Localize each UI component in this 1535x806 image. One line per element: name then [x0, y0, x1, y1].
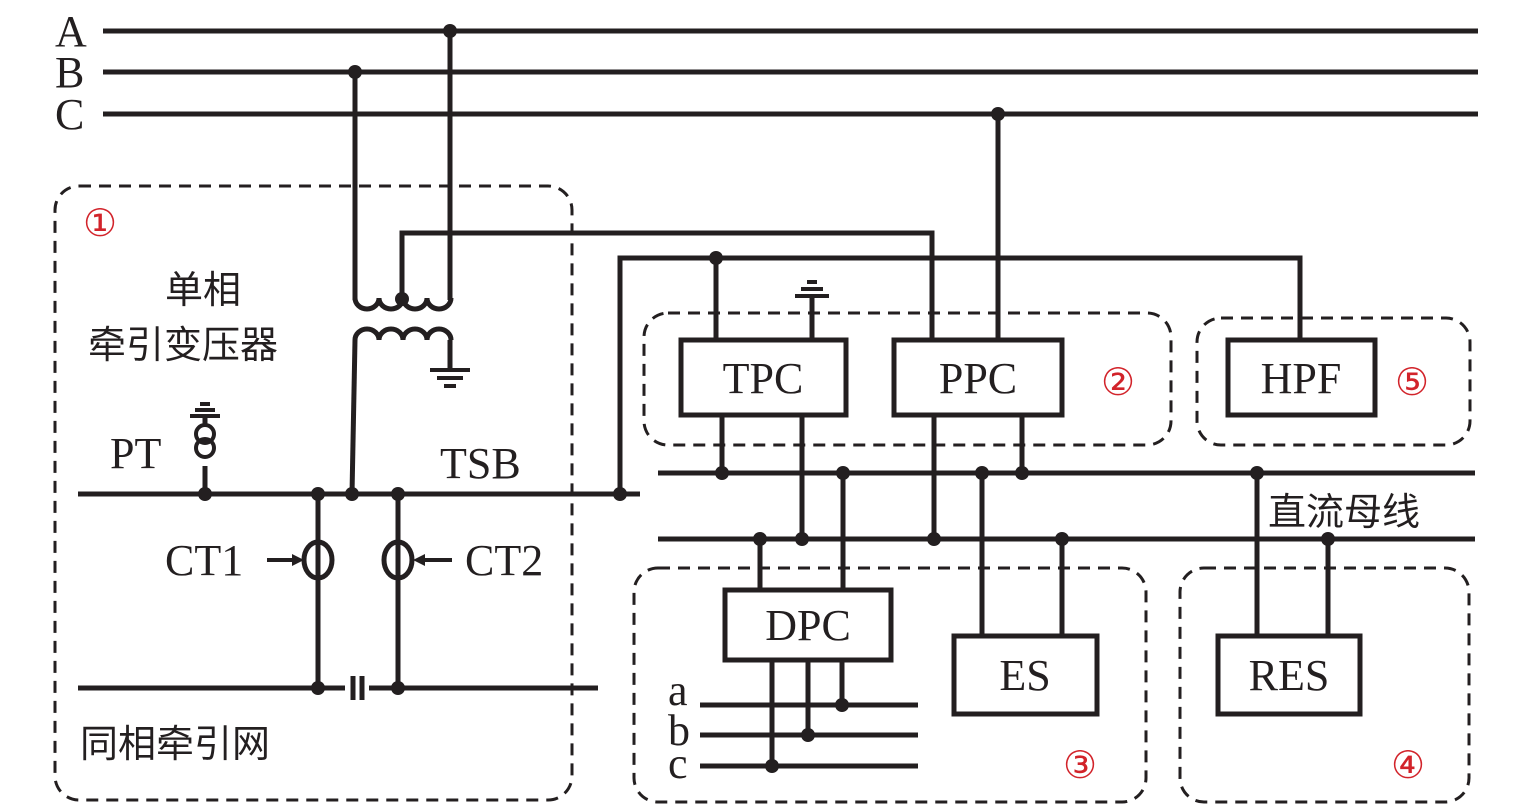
section-5-number: ⑤: [1395, 360, 1429, 404]
tpc-label: TPC: [723, 354, 804, 403]
transformer-secondary-winding: [352, 326, 454, 341]
junction-dot: [443, 24, 457, 38]
ct2-icon: [381, 539, 415, 581]
junction-dot: [395, 292, 409, 306]
junction-dot: [801, 728, 815, 742]
section-insulator-icon: [345, 676, 369, 700]
es-block: ES: [951, 633, 1100, 717]
junction-dot: [311, 681, 325, 695]
dpc-connections: [757, 473, 846, 766]
transformer-label-line1: 单相: [165, 268, 241, 312]
junction-dot: [391, 681, 405, 695]
junction-dots: [198, 24, 1335, 773]
transformer-ground-icon: [430, 368, 470, 388]
section-5-box: [1195, 316, 1472, 447]
junction-dot: [975, 466, 989, 480]
junction-dot: [765, 759, 779, 773]
junction-dot: [753, 532, 767, 546]
junction-dot: [709, 251, 723, 265]
junction-dot: [613, 487, 627, 501]
tpc-ground: [795, 280, 829, 340]
dpc-block: DPC: [722, 587, 894, 663]
phase-a-label: A: [55, 7, 87, 56]
junction-dot: [927, 532, 941, 546]
transformer-label-line2: 牵引变压器: [88, 323, 278, 367]
dpc-label: DPC: [765, 601, 851, 650]
converter-dc-legs: [719, 415, 1025, 539]
pt-label: PT: [110, 429, 161, 478]
phase-c-label: C: [55, 90, 84, 139]
ac-phase-b-label: b: [668, 706, 690, 755]
junction-dot: [836, 466, 850, 480]
ct-branches: CT1 CT2: [165, 494, 543, 688]
section-4-box: [1178, 566, 1471, 804]
junction-dot: [1250, 466, 1264, 480]
ppc-block: PPC: [891, 337, 1065, 418]
junction-dot: [795, 532, 809, 546]
dc-bus-label: 直流母线: [1268, 490, 1420, 534]
section-2-number: ②: [1101, 360, 1135, 404]
traction-transformer: 单相 牵引变压器: [88, 268, 470, 495]
transformer-primary-leads: [352, 31, 935, 340]
pt-potential-transformer: PT: [110, 402, 220, 494]
es-label: ES: [999, 651, 1050, 700]
ct2-arrow-icon: [413, 554, 425, 566]
res-block: RES: [1215, 633, 1363, 717]
junction-dot: [348, 65, 362, 79]
ac-phase-a-label: a: [668, 666, 688, 715]
junction-dot: [198, 487, 212, 501]
ppc-label: PPC: [939, 354, 1017, 403]
three-phase-bus: A B C: [55, 7, 1478, 139]
hpf-block: HPF: [1225, 337, 1378, 418]
ac-output-lines: a b c: [668, 666, 918, 788]
ct2-label: CT2: [465, 536, 543, 585]
res-label: RES: [1249, 651, 1330, 700]
ct1-label: CT1: [165, 536, 243, 585]
tpc-block: TPC: [678, 337, 849, 418]
junction-dot: [1321, 532, 1335, 546]
section-3-number: ③: [1063, 743, 1097, 787]
junction-dot: [345, 487, 359, 501]
pt-coil-lower-icon: [194, 437, 216, 459]
junction-dot: [1015, 466, 1029, 480]
junction-dot: [311, 487, 325, 501]
ct1-arrow-icon: [292, 554, 304, 566]
transformer-secondary-lead: [349, 339, 358, 495]
tsb-label: TSB: [440, 439, 521, 488]
junction-dot: [391, 487, 405, 501]
catenary-label: 同相牵引网: [80, 722, 270, 766]
junction-dot: [1055, 532, 1069, 546]
junction-dot: [835, 698, 849, 712]
tsb-to-converter-line: [617, 255, 1303, 494]
ac-phase-c-label: c: [668, 739, 688, 788]
junction-dot: [715, 466, 729, 480]
section-4-number: ④: [1391, 743, 1425, 787]
section-1-number: ①: [83, 201, 117, 245]
junction-dot: [991, 107, 1005, 121]
section-3-box: [632, 566, 1148, 804]
phase-b-label: B: [55, 48, 84, 97]
pt-ground-icon: [190, 402, 220, 418]
hpf-label: HPF: [1261, 354, 1342, 403]
